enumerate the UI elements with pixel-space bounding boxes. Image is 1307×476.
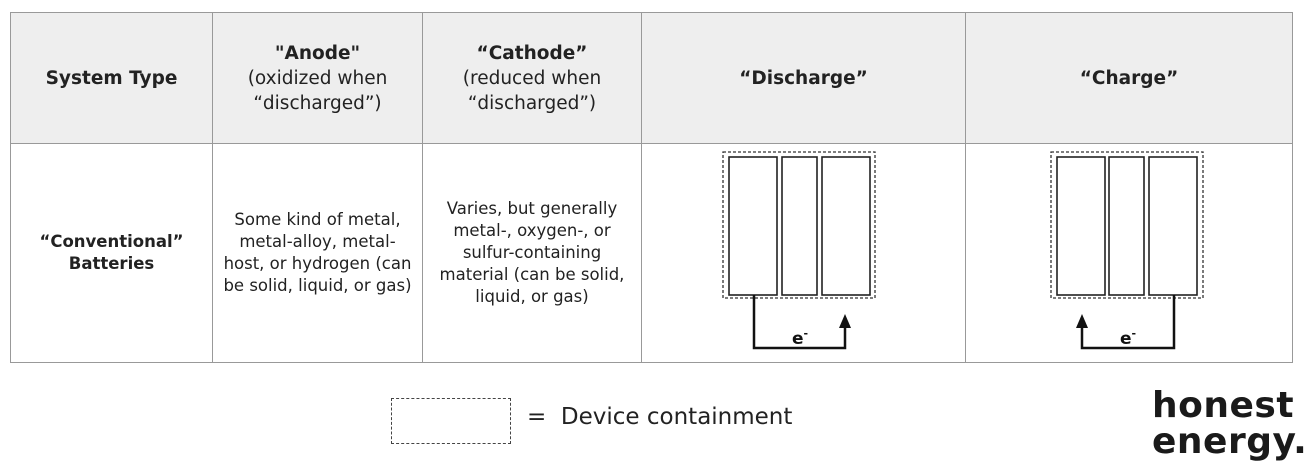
cathode-electrode xyxy=(820,156,871,296)
anode-electrode xyxy=(727,156,778,296)
containment-boundary xyxy=(721,151,876,299)
header-row: System Type "Anode" (oxidized when “disc… xyxy=(10,12,1293,144)
legend-label: = Device containment xyxy=(527,404,792,430)
table-row: “Conventional” Batteries Some kind of me… xyxy=(10,143,1293,363)
brand-logo: honest energy. xyxy=(1152,388,1307,460)
legend-containment-text: Device containment xyxy=(560,404,793,430)
electron-flow-arrow xyxy=(1076,314,1088,328)
header-cathode-subtitle: (reduced when “discharged”) xyxy=(462,67,602,114)
legend-containment-swatch xyxy=(391,398,511,444)
header-anode-subtitle: (oxidized when “discharged”) xyxy=(247,67,388,114)
header-anode-title: "Anode" xyxy=(274,42,361,64)
row-anode: Some kind of metal, metal-alloy, metal-h… xyxy=(212,143,423,363)
discharge-diagram: e- xyxy=(721,151,876,350)
row-cathode: Varies, but generally metal-, oxygen-, o… xyxy=(422,143,642,363)
charge-diagram: e- xyxy=(1050,151,1204,350)
discharge-diagram-cell: e- xyxy=(641,143,966,363)
header-system-type: System Type xyxy=(10,12,213,144)
header-cathode-title: “Cathode” xyxy=(476,42,588,64)
brand-line-1: honest xyxy=(1152,385,1295,426)
electron-label: e- xyxy=(792,327,808,349)
external-circuit-wire xyxy=(752,295,846,350)
header-discharge: “Discharge” xyxy=(641,12,966,144)
brand-line-2: energy. xyxy=(1152,421,1307,462)
row-system-type: “Conventional” Batteries xyxy=(10,143,213,363)
header-charge: “Charge” xyxy=(965,12,1293,144)
external-circuit-wire xyxy=(1080,295,1176,350)
electron-flow-arrow xyxy=(838,314,851,328)
anode-electrode xyxy=(1056,156,1106,296)
header-cathode: “Cathode” (reduced when “discharged”) xyxy=(422,12,642,144)
electrolyte xyxy=(1108,156,1145,296)
electrolyte xyxy=(780,156,818,296)
electron-label: e- xyxy=(1120,327,1136,349)
cathode-electrode xyxy=(1148,156,1198,296)
containment-boundary xyxy=(1050,151,1204,299)
charge-diagram-cell: e- xyxy=(965,143,1293,363)
legend-equals: = xyxy=(527,404,547,430)
header-anode: "Anode" (oxidized when “discharged”) xyxy=(212,12,423,144)
battery-comparison-table: System Type "Anode" (oxidized when “disc… xyxy=(10,12,1293,363)
